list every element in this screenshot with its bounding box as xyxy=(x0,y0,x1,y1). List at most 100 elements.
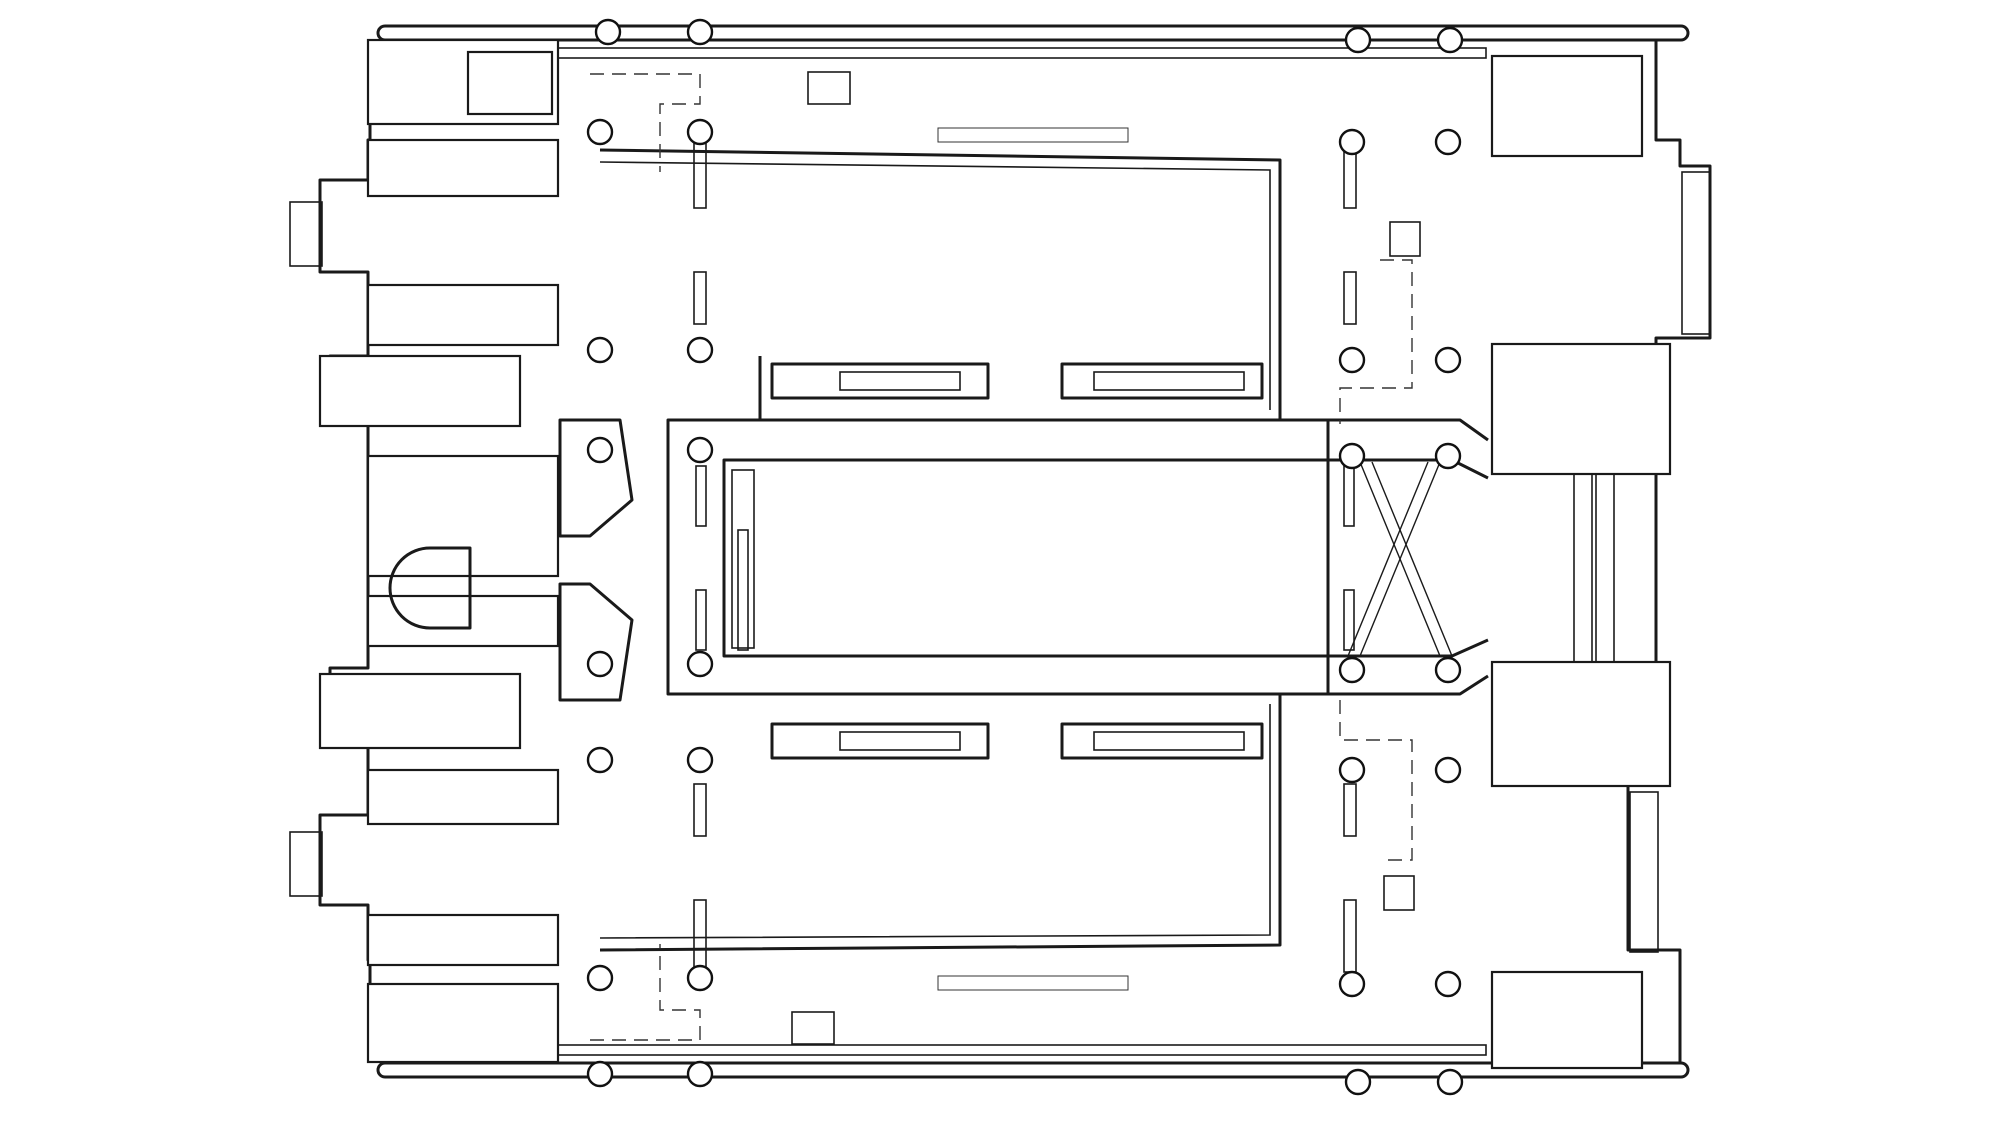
dashed-overhead-lines xyxy=(590,73,1413,1041)
escalator-lower-left-frame xyxy=(770,722,990,760)
atrium-lift-shaft xyxy=(731,469,755,649)
bench-top xyxy=(937,127,1129,143)
dash-bottom-left xyxy=(590,944,701,1041)
lower-gallery-ring xyxy=(599,692,1282,952)
atrium-void xyxy=(722,458,1330,658)
top-inner-band xyxy=(555,47,1487,59)
core-bottom-left-stair xyxy=(366,982,560,1064)
building-outline xyxy=(318,24,1712,1079)
left-cores xyxy=(289,38,634,1064)
column-8 xyxy=(1434,128,1462,156)
column-27 xyxy=(1338,970,1366,998)
column-7 xyxy=(1338,128,1366,156)
left-stair-treads-top xyxy=(289,201,323,267)
escalator-upper-right-steps xyxy=(1093,371,1245,391)
column-25 xyxy=(586,964,614,992)
core-left-mid-upper xyxy=(366,454,560,578)
pier-i xyxy=(695,465,707,527)
core-left-mid-lower xyxy=(366,594,560,648)
pier-j xyxy=(695,589,707,651)
lower-ring-wall xyxy=(599,692,1282,952)
column-4 xyxy=(1436,26,1464,54)
pier-l xyxy=(1343,589,1355,651)
right-bridge-treads-2 xyxy=(1595,473,1615,663)
cross-brace-b xyxy=(1359,461,1441,657)
pier-b xyxy=(693,271,707,325)
stair-flight-right-upper xyxy=(1389,221,1421,257)
central-atrium-ring xyxy=(666,418,1489,696)
column-18 xyxy=(686,650,714,678)
column-19 xyxy=(1338,656,1366,684)
column-6 xyxy=(686,118,714,146)
wall-piers xyxy=(693,127,1357,991)
core-right-upper xyxy=(1490,342,1672,476)
column-10 xyxy=(686,336,714,364)
cross-brace-d xyxy=(1347,461,1429,657)
bastion-upper xyxy=(558,418,634,538)
column-21 xyxy=(586,746,614,774)
dash-right-lower xyxy=(1339,700,1413,861)
pier-h xyxy=(1343,899,1357,973)
column-22 xyxy=(686,746,714,774)
upper-ring-wall xyxy=(599,148,1282,422)
core-left-wc-b xyxy=(318,672,522,750)
top-outer-rail xyxy=(376,24,1690,42)
column-13 xyxy=(586,436,614,464)
column-11 xyxy=(1338,346,1366,374)
escalator-lower-right-steps xyxy=(1093,731,1245,751)
bastion-lower xyxy=(558,582,634,702)
column-3 xyxy=(1344,26,1372,54)
structural-columns xyxy=(586,18,1464,1096)
lower-ring-inner xyxy=(599,704,1271,939)
stair-flight-bottom xyxy=(791,1011,835,1045)
column-9 xyxy=(586,336,614,364)
atrium-right-top-link xyxy=(1328,418,1489,442)
column-23 xyxy=(1338,756,1366,784)
escalators xyxy=(770,71,1421,1045)
pier-k xyxy=(1343,465,1355,527)
escalator-lower-left-steps xyxy=(839,731,961,751)
column-14 xyxy=(686,436,714,464)
left-stair-treads-bottom xyxy=(289,831,323,897)
pier-f xyxy=(693,899,707,973)
atrium-lift-rail xyxy=(737,529,749,651)
core-left-b xyxy=(366,768,560,826)
core-top-left-lift xyxy=(466,50,554,116)
column-5 xyxy=(586,118,614,146)
escalator-upper-left-frame xyxy=(770,362,990,400)
column-31 xyxy=(1344,1068,1372,1096)
column-32 xyxy=(1436,1068,1464,1096)
core-bottom-right-wc xyxy=(1490,970,1644,1070)
core-left-wc-a xyxy=(318,354,522,428)
dash-right-upper xyxy=(1339,259,1413,424)
escalator-upper-right-frame xyxy=(1060,362,1264,400)
upper-ring-inner xyxy=(599,161,1271,410)
dash-top-left xyxy=(590,73,701,172)
bench-bottom xyxy=(937,975,1129,991)
bottom-outer-rail xyxy=(376,1061,1690,1079)
bottom-inner-band xyxy=(555,1044,1487,1056)
column-29 xyxy=(586,1060,614,1088)
column-12 xyxy=(1434,346,1462,374)
core-top-right-wc xyxy=(1490,54,1644,158)
escalator-lower-right-frame xyxy=(1060,722,1264,760)
core-left-a xyxy=(366,283,560,347)
core-top-left-shafts xyxy=(366,138,560,198)
right-bridge-treads xyxy=(1573,473,1593,663)
upper-gallery-ring xyxy=(599,148,1282,422)
pier-e xyxy=(693,783,707,837)
column-28 xyxy=(1434,970,1462,998)
core-right-lower xyxy=(1490,660,1672,788)
atrium-right-bottom-link xyxy=(1328,674,1489,696)
column-1 xyxy=(594,18,622,46)
left-outer-wall xyxy=(318,40,372,1063)
pier-d xyxy=(1343,271,1357,325)
core-bottom-left-shafts xyxy=(366,913,560,967)
column-20 xyxy=(1434,656,1462,684)
cross-brace-c xyxy=(1371,461,1453,657)
pier-a xyxy=(693,135,707,209)
column-17 xyxy=(586,650,614,678)
column-24 xyxy=(1434,756,1462,784)
escalator-upper-left-steps xyxy=(839,371,961,391)
